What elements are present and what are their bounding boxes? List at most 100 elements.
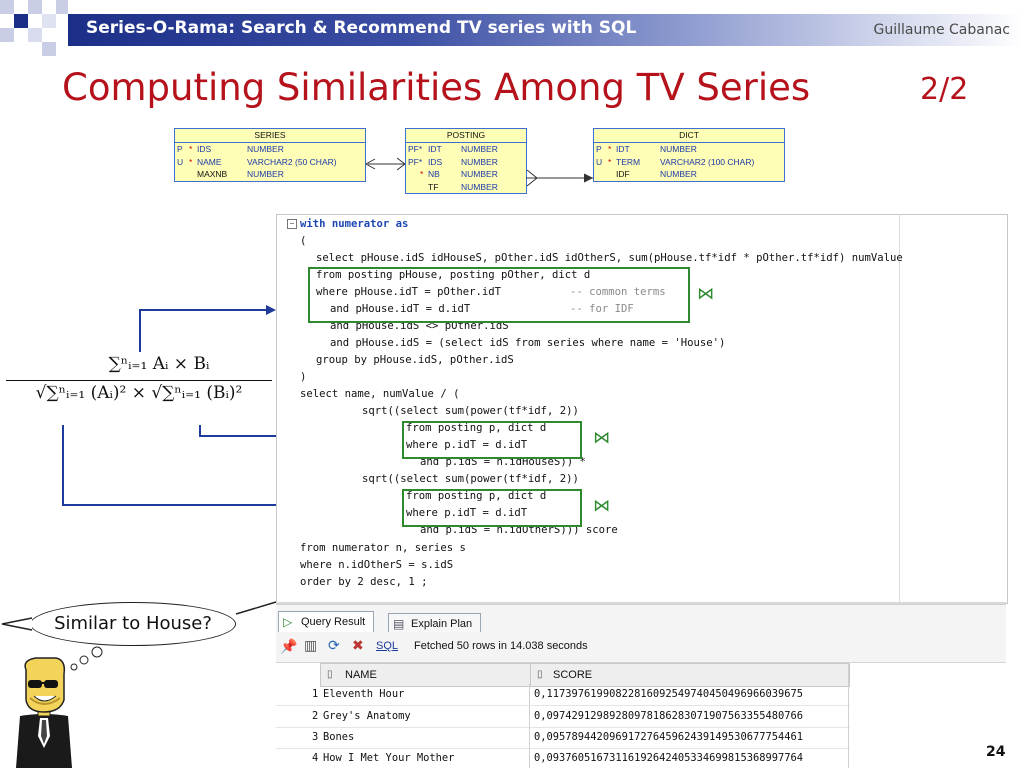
schema-cell: VARCHAR2 (100 CHAR)	[660, 156, 755, 167]
table-row[interactable]: 2 Grey's Anatomy 0,097429129892809781862…	[276, 706, 850, 728]
sql-line: where p.idT = d.idT	[406, 507, 528, 519]
sql-line: from posting pHouse, posting pOther, dic…	[316, 269, 591, 281]
sql-line: and pHouse.idS = (select idS from series…	[330, 337, 726, 349]
schema-cell: NUMBER	[461, 156, 498, 167]
column-divider	[529, 684, 530, 768]
sql-line: and p.idS = n.idOtherS))) score	[420, 524, 618, 536]
col-header-score[interactable]: ▯ SCORE	[530, 663, 850, 687]
sql-line: (	[300, 235, 307, 247]
schema-cell: TERM	[616, 156, 641, 167]
schema-cell: *	[189, 156, 193, 167]
refresh-icon[interactable]: ⟳	[328, 637, 340, 653]
join-icon: ⋈	[593, 496, 610, 516]
sql-line: sqrt((select sum(power(tf*idf, 2))	[362, 405, 579, 417]
splitter[interactable]	[276, 602, 1006, 605]
sql-line: where pHouse.idT = pOther.idT	[316, 286, 501, 298]
sql-line: )	[300, 371, 307, 383]
table-row[interactable]: 3 Bones 0,095789442096917276459624391495…	[276, 727, 850, 749]
table-row[interactable]: 4 How I Met Your Mother 0,09376051673116…	[276, 748, 850, 769]
schema-cell: IDT	[428, 144, 442, 154]
dict-table: DICT P * IDT NUMBER U * TERM VARCHAR2 (100 CHA…	[593, 128, 785, 182]
row-score: 0,11739761990822816092549740450496966039…	[534, 688, 803, 700]
join-highlight-box	[402, 489, 582, 527]
sql-line: order by 2 desc, 1 ;	[300, 576, 428, 588]
print-icon[interactable]: ▥	[304, 637, 318, 653]
schema-cell: NUMBER	[461, 181, 498, 192]
schema-cell: PF*	[408, 144, 423, 154]
row-score: 0,09376051673116192642405334699815368997…	[534, 752, 803, 764]
schema-cell: P	[177, 144, 183, 154]
plan-icon: ▤	[393, 617, 405, 631]
sql-line: with numerator as	[300, 216, 408, 233]
row-score: 0,09742912989280978186283071907563355480…	[534, 710, 803, 722]
schema-cell: VARCHAR2 (50 CHAR)	[247, 156, 337, 167]
sql-comment: -- for IDF	[570, 303, 634, 315]
fetch-status: Fetched 50 rows in 14.038 seconds	[414, 640, 588, 652]
schema-cell: TF	[428, 181, 439, 192]
schema-cell: *	[420, 169, 424, 179]
schema-cell: *	[608, 156, 612, 167]
join-highlight-box	[402, 421, 582, 459]
column-icon: ▯	[327, 669, 333, 680]
sql-line: sqrt((select sum(power(tf*idf, 2))	[362, 473, 579, 485]
editor-margin-line	[899, 214, 900, 602]
sql-comment: -- common terms	[570, 286, 666, 298]
schema-cell: MAXNB	[197, 169, 228, 179]
sql-line: where p.idT = d.idT	[406, 439, 528, 451]
row-name: Eleventh Hour	[323, 688, 405, 700]
bubble-tail	[1, 617, 33, 631]
header-bar	[68, 14, 1024, 46]
series-table: SERIES P * IDS NUMBER U * NAME VARCHAR2 (50 CH…	[174, 128, 366, 182]
sql-line: select pHouse.idS idHouseS, pOther.idS i…	[316, 252, 903, 264]
sql-line: and pHouse.idS <> pOther.idS	[330, 320, 509, 332]
tab-label: Query Result	[301, 616, 366, 628]
results-grid: ▯ NAME ▯ SCORE 1 Eleventh Hour 0,1173976…	[276, 663, 850, 768]
sql-line: from posting p, dict d	[406, 422, 547, 434]
table-row[interactable]: 1 Eleventh Hour 0,1173976199082281609254…	[276, 684, 850, 706]
formula-numerator: ∑ⁿᵢ₌₁ Aᵢ × Bᵢ	[108, 354, 210, 374]
schema-cell: U	[596, 156, 603, 167]
cancel-icon[interactable]: ✖	[352, 637, 364, 653]
row-number: 1	[312, 688, 319, 700]
result-tabs	[276, 604, 1006, 633]
row-score: 0,09578944209691727645962439149530677754…	[534, 731, 803, 743]
schema-cell: NUMBER	[660, 169, 697, 179]
dict-table-title: DICT	[594, 129, 784, 143]
schema-cell: *	[189, 144, 193, 154]
row-number: 2	[312, 710, 319, 722]
schema-cell: U	[177, 156, 184, 167]
cosine-formula: ∑ⁿᵢ₌₁ Aᵢ × Bᵢ √∑ⁿᵢ₌₁ (Aᵢ)² × √∑ⁿᵢ₌₁ (Bᵢ)…	[6, 354, 272, 403]
pin-icon[interactable]: 📌	[280, 638, 298, 654]
column-divider	[848, 663, 849, 768]
tab-label: Explain Plan	[411, 618, 473, 630]
row-name: How I Met Your Mother	[323, 752, 455, 764]
schema-cell: NUMBER	[247, 144, 284, 154]
schema-cell: IDS	[197, 144, 212, 154]
schema-cell: NUMBER	[247, 169, 284, 179]
schema-cell: IDT	[616, 144, 630, 154]
result-toolbar	[276, 632, 1006, 663]
join-icon: ⋈	[593, 428, 610, 448]
slide-number: 2/2	[920, 72, 969, 107]
schema-cell: NUMBER	[660, 144, 697, 154]
sql-line: from numerator n, series s	[300, 542, 466, 554]
sql-editor[interactable]	[276, 214, 1008, 604]
sql-line: group by pHouse.idS, pOther.idS	[316, 354, 514, 366]
schema-cell: P	[596, 144, 602, 154]
column-icon: ▯	[537, 669, 543, 680]
schema-cell: NUMBER	[461, 144, 498, 154]
series-table-title: SERIES	[175, 129, 365, 143]
collapse-icon[interactable]: −	[287, 219, 297, 229]
join-highlight-box	[308, 267, 690, 323]
col-header-name[interactable]: ▯ NAME	[320, 663, 532, 687]
schema-cell: *	[608, 144, 612, 154]
page-number: 24	[986, 744, 1006, 760]
row-number: 4	[312, 752, 319, 764]
sql-link[interactable]: SQL	[376, 640, 399, 652]
sql-line: from posting p, dict d	[406, 490, 547, 502]
schema-cell: NAME	[197, 156, 222, 167]
slide-title: Computing Similarities Among TV Series	[62, 66, 811, 109]
sql-line: and p.idS = n.idHouseS)) *	[420, 456, 586, 468]
schema-cell: IDS	[428, 156, 443, 167]
tab-query-result[interactable]: ▷ Query Result	[278, 611, 375, 633]
